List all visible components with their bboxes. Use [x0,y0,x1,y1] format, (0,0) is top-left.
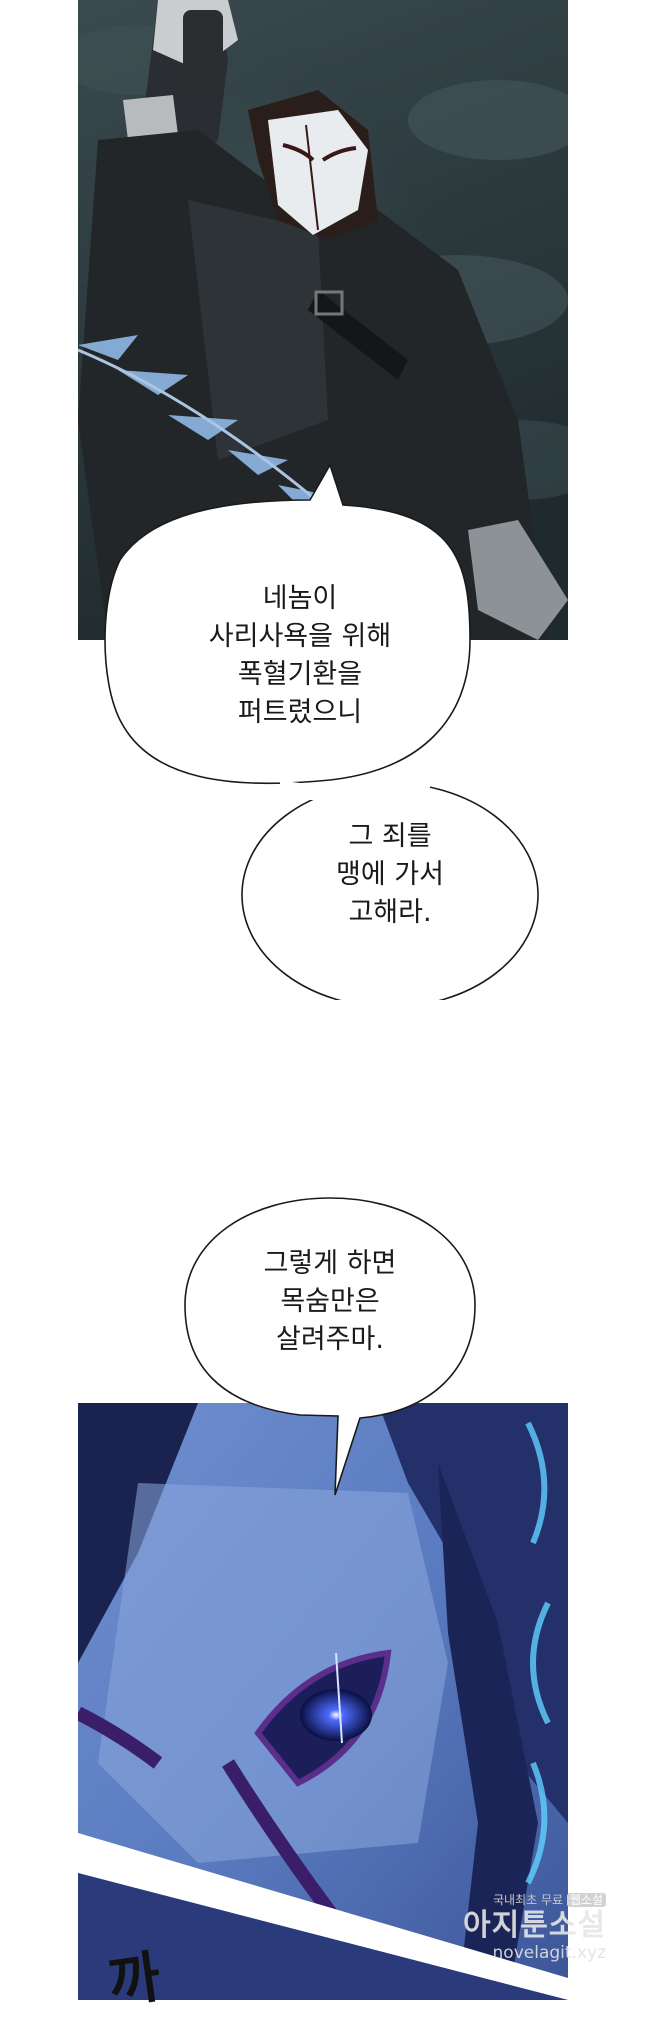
bubble-three-line: 목숨만은 [280,1286,380,1317]
watermark-line1a: 국내최초 무료 [492,1893,564,1907]
speech-bubble-shape-top [104,463,539,1000]
bubble-one-line: 사리사욕을 위해 [208,621,392,652]
bubble-one-line: 폭혈기환을 [237,659,363,690]
speech-bubble-two: 그 죄를 맹에 가서 고해라. [290,818,490,932]
bubble-two-line: 고해라. [348,897,432,928]
bubble-three-line: 살려주마. [276,1324,384,1355]
bubble-one-line: 퍼트렸으니 [237,697,363,728]
speech-bubble-shape-bottom [184,1197,476,1496]
watermark-line1: 국내최초 무료 웹소설 [463,1891,606,1908]
energy-blade-icon [78,335,329,512]
bubble-one-line: 네놈이 [262,583,338,614]
bubble-three-line: 그렇게 하면 [263,1248,397,1279]
bubble-two-line: 맹에 가서 [336,859,444,890]
watermark-line1b: 웹소설 [566,1893,606,1907]
bubble-two-line: 그 죄를 [348,821,432,852]
speech-bubble-three: 그렇게 하면 목숨만은 살려주마. [200,1245,460,1359]
watermark-line2: 아지툰소설 [463,1908,606,1943]
aura-wisp-icon [525,1421,551,1885]
sound-effect: 까 [104,1943,165,2017]
panel-glowing-eye [78,1403,568,2000]
speech-bubble-one: 네놈이 사리사욕을 위해 폭혈기환을 퍼트렸으니 [150,580,450,732]
panel-art-warrior [78,0,568,640]
panel-masked-warrior [78,0,568,640]
watermark: 국내최초 무료 웹소설 아지툰소설 novelagit.xyz [463,1891,606,1962]
watermark-line3: novelagit.xyz [492,1943,606,1963]
panel-art-eye [78,1403,568,2000]
